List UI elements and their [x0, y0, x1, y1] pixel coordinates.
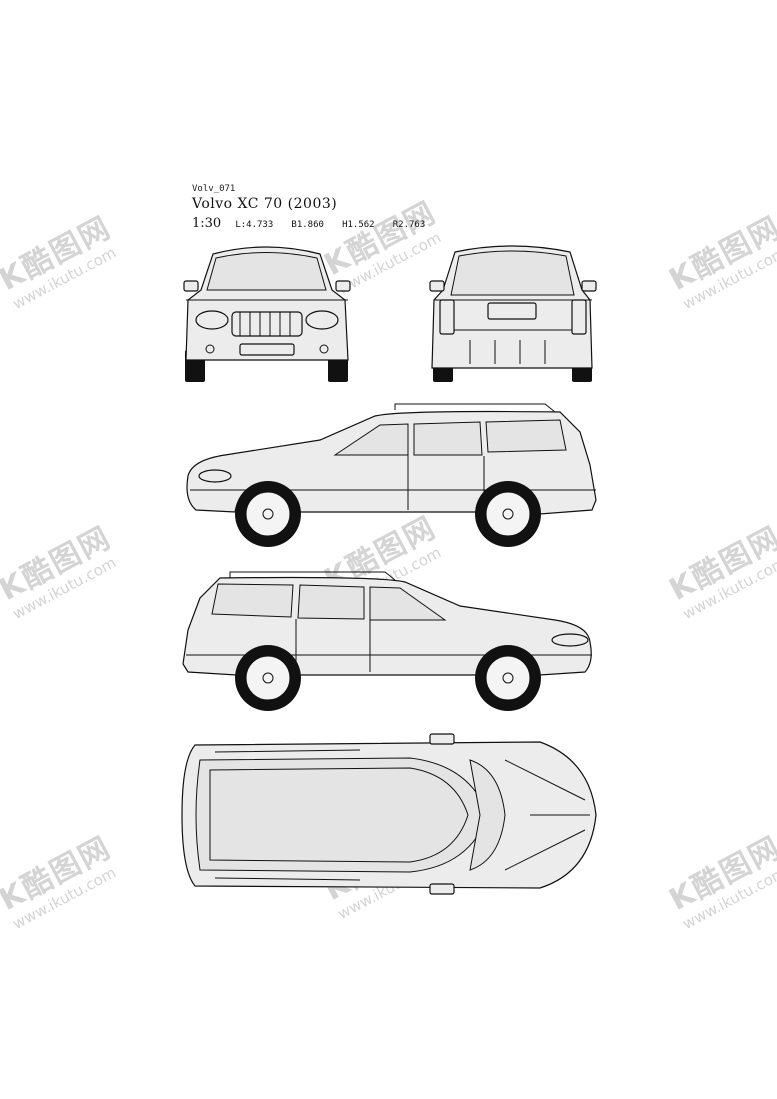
front-view	[183, 246, 351, 382]
top-view	[181, 733, 597, 895]
rear-view	[429, 245, 597, 382]
width-label: B1.860	[291, 220, 324, 230]
spec-line: 1:30 L:4.733 B1.860 H1.562 R2.763	[192, 216, 425, 231]
drawing-title: Volvo XC 70 (2003)	[192, 196, 338, 212]
side-view-right	[182, 571, 592, 711]
scale-label: 1:30	[192, 216, 222, 231]
height-label: H1.562	[342, 220, 375, 230]
drawing-code: Volv_071	[192, 184, 236, 194]
wheelbase-label: R2.763	[392, 220, 426, 230]
length-label: L:4.733	[235, 220, 274, 230]
side-view-left	[186, 403, 597, 547]
